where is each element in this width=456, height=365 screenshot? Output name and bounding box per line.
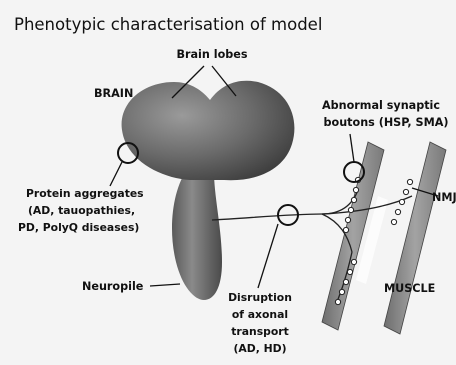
label-synaptic-line1: Abnormal synaptic — [322, 99, 440, 112]
muscle-strips — [322, 142, 446, 334]
label-neuropile: Neuropile — [82, 280, 144, 293]
label-axonal-line1: Disruption — [228, 291, 292, 304]
label-aggregates-line3: PD, PolyQ diseases) — [18, 221, 139, 234]
diagram-title: Phenotypic characterisation of model — [14, 15, 322, 34]
label-brain-lobes: Brain lobes — [176, 48, 247, 61]
label-synaptic-line2: boutons (HSP, SMA) — [324, 116, 449, 129]
label-nmj: NMJ — [432, 191, 456, 204]
label-axonal-line3: transport — [231, 325, 289, 338]
muscle-strip-right — [384, 142, 446, 334]
label-brain: BRAIN — [94, 87, 133, 100]
label-aggregates-line1: Protein aggregates — [26, 187, 144, 200]
label-aggregates-line2: (AD, tauopathies, — [28, 204, 135, 217]
label-muscle: MUSCLE — [384, 282, 435, 295]
label-axonal-line4: (AD, HD) — [233, 342, 286, 355]
label-axonal-line2: of axonal — [232, 308, 288, 321]
brain-shape — [122, 81, 295, 300]
